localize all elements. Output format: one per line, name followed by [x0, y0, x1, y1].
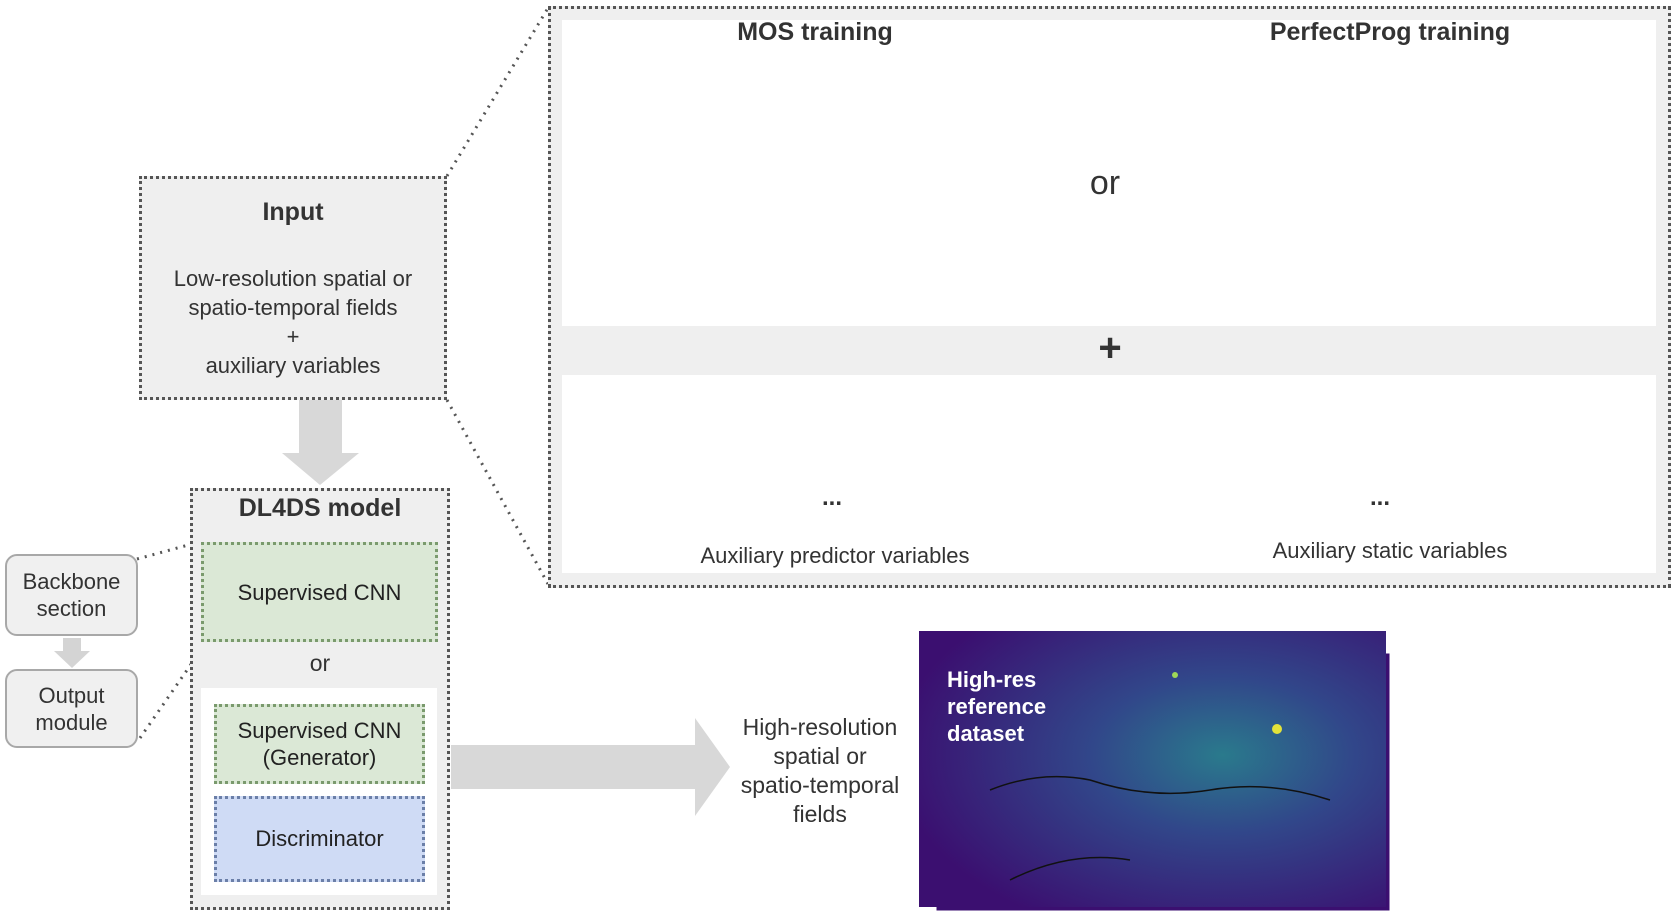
input-plus: + — [286, 324, 300, 349]
static-ellipsis: ... — [1370, 484, 1391, 511]
perfectprog-map-label: Downsampled high-res dataset — [1188, 84, 1338, 163]
input-description: Low-resolution spatial or spatio-tempora… — [139, 264, 447, 380]
right-arrow-icon — [451, 718, 730, 816]
connector-line — [445, 7, 550, 177]
or-label: or — [1089, 164, 1121, 202]
perfectprog-title: PerfectProg training — [1269, 18, 1511, 46]
small-down-arrow-icon — [54, 638, 90, 668]
mos-title: MOS training — [737, 18, 893, 46]
static-caption: Auxiliary static variables — [1272, 538, 1508, 563]
predictor-caption: Auxiliary predictor variables — [700, 543, 970, 568]
auxiliary-strip — [562, 375, 1656, 573]
input-line: auxiliary variables — [205, 353, 381, 378]
input-line: spatio-temporal fields — [188, 295, 398, 320]
highres-map-stack — [919, 631, 1391, 912]
mos-map-label: Low-res reference dataset — [620, 84, 720, 163]
down-arrow-icon — [282, 400, 359, 485]
input-box — [139, 176, 447, 400]
output-description: High-resolution spatial or spatio-tempor… — [740, 714, 900, 827]
input-title: Input — [262, 198, 324, 226]
backbone-section-box: Backbone section — [5, 554, 138, 636]
model-title: DL4DS model — [238, 494, 402, 522]
discriminator-box: Discriminator — [214, 796, 425, 882]
training-strip — [562, 20, 1656, 326]
output-module-box: Output module — [5, 669, 138, 748]
plus-label: + — [1098, 326, 1122, 370]
generator-box: Supervised CNN (Generator) — [214, 704, 425, 784]
connector-line — [445, 399, 550, 585]
highres-map-label: High-res reference dataset — [947, 667, 1047, 746]
predictor-ellipsis: ... — [822, 484, 843, 511]
supervised-cnn-box: Supervised CNN — [201, 542, 438, 642]
model-or-label: or — [309, 650, 331, 676]
input-line: Low-resolution spatial or — [173, 266, 413, 291]
